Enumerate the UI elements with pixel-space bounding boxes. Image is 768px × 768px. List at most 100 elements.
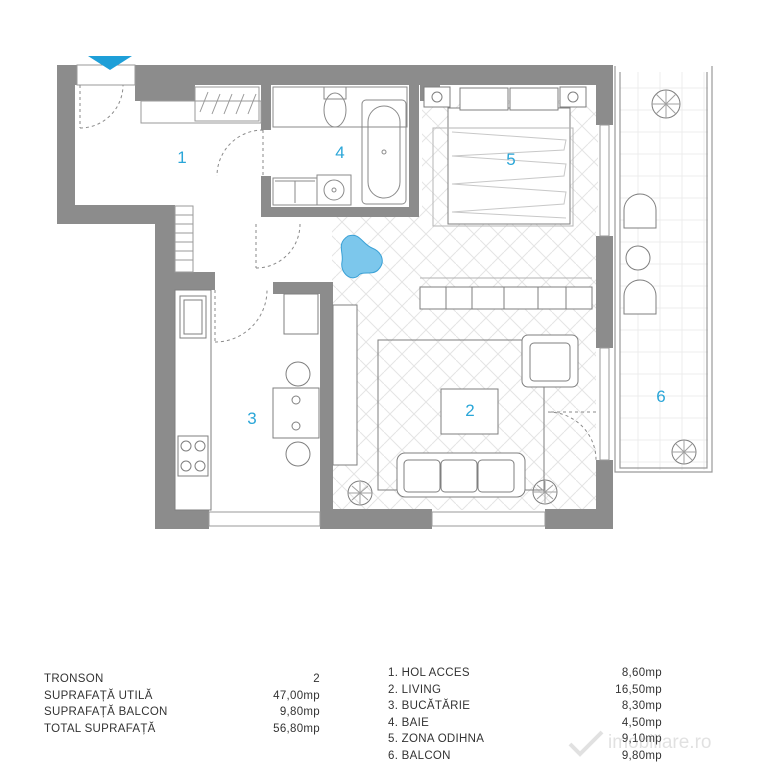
- room-area-label: 6. BALCON: [388, 749, 451, 762]
- wall-right-pillar: [596, 236, 613, 348]
- room-area-row: 3. BUCĂTĂRIE 8,30mp: [388, 698, 662, 715]
- window-kitchen: [208, 511, 321, 527]
- bedroom-furniture: [423, 86, 587, 227]
- balcony-chair-bottom: [623, 279, 657, 315]
- doors: [79, 84, 597, 461]
- summary-row: SUPRAFAȚĂ UTILĂ 47,00mp: [44, 688, 320, 705]
- windows: [76, 64, 610, 527]
- pet-water-icon: [340, 234, 383, 279]
- room-number-3: 3: [247, 409, 256, 428]
- room-area-label: 1. HOL ACCES: [388, 667, 470, 679]
- kitchen-door: [214, 289, 268, 343]
- wall-bath-bottom: [261, 207, 419, 217]
- wall-bedroom-corner: [596, 85, 613, 125]
- room-area-row: 5. ZONA ODIHNA 9,10mp: [388, 731, 662, 748]
- summary-row: TRONSON 2: [44, 671, 320, 688]
- room-labels: 1 2 3 4 5 6: [177, 143, 665, 428]
- wall-kitchen-divider-top: [273, 282, 333, 294]
- window-living: [431, 511, 546, 527]
- toilet-bowl: [323, 92, 347, 128]
- summary-label: SUPRAFAȚĂ UTILĂ: [44, 689, 153, 702]
- summary-row: SUPRAFAȚĂ BALCON 9,80mp: [44, 704, 320, 721]
- room-area-row: 6. BALCON 9,80mp: [388, 748, 662, 765]
- wall-kitchen-divider: [320, 282, 333, 529]
- room-area-row: 1. HOL ACCES 8,60mp: [388, 665, 662, 682]
- entry-frame: [76, 64, 136, 86]
- bathroom-fixtures: [272, 86, 408, 206]
- wall-left-hall: [57, 85, 75, 224]
- room-number-1: 1: [177, 148, 186, 167]
- floor-plan: 1 2 3 4 5 6: [57, 56, 713, 529]
- chair-icon: [285, 361, 311, 387]
- summary-row: TOTAL SUPRAFAȚĂ 56,80mp: [44, 721, 320, 738]
- room-areas-table: 1. HOL ACCES 8,60mp 2. LIVING 16,50mp 3. B…: [388, 665, 662, 764]
- watermark: imobiliare.ro: [566, 728, 762, 760]
- entry-marker-icon: [88, 56, 132, 70]
- room-area-label: 4. BAIE: [388, 716, 430, 729]
- pillow-right: [509, 87, 559, 111]
- watermark-logo-icon: [568, 730, 604, 757]
- wall-entry-stub: [135, 85, 195, 101]
- entry-door: [79, 84, 124, 129]
- tv-unit: [332, 304, 358, 466]
- room-area-label: 3. BUCĂTĂRIE: [388, 700, 471, 712]
- wall-left-kitchen: [155, 224, 175, 529]
- living-furniture: [332, 277, 593, 506]
- summary-value: 2: [313, 673, 320, 685]
- hall-wardrobe: [140, 86, 262, 273]
- wall-bath-left: [261, 85, 271, 130]
- bench: [419, 286, 593, 310]
- room-number-4: 4: [335, 143, 344, 162]
- watermark-text: imobiliare.ro: [608, 732, 712, 753]
- bath-door: [216, 129, 264, 177]
- balcony-side-table: [625, 245, 651, 271]
- room-area-value: 16,50mp: [615, 683, 662, 696]
- balcony-railing: [614, 66, 713, 473]
- wall-kitchen-bottom: [155, 509, 209, 529]
- toilet-icon: [323, 86, 347, 100]
- room-area-label: 2. LIVING: [388, 683, 442, 696]
- hall-stairs: [174, 205, 194, 273]
- hall-door: [255, 223, 301, 269]
- walls: [57, 65, 613, 529]
- room-area-row: 2. LIVING 16,50mp: [388, 682, 662, 699]
- nightstand-left: [423, 86, 451, 108]
- wall-bath-right: [409, 85, 419, 217]
- room-area-value: 9,80mp: [621, 749, 662, 762]
- wall-top-main: [135, 65, 613, 85]
- summary-label: SUPRAFAȚĂ BALCON: [44, 706, 168, 718]
- fridge-icon: [283, 293, 319, 335]
- window-living-side: [599, 347, 610, 461]
- nightstand-right: [559, 86, 587, 108]
- wall-hall-bottom: [57, 205, 175, 224]
- room-number-6: 6: [656, 387, 665, 406]
- balcony-furniture: [623, 89, 697, 465]
- wall-kitchen-top: [175, 272, 215, 290]
- balcony-door: [547, 411, 597, 461]
- summary-value: 47,00mp: [273, 689, 320, 702]
- summary-value: 9,80mp: [279, 706, 320, 718]
- room-area-label: 5. ZONA ODIHNA: [388, 733, 485, 745]
- room-area-value: 4,50mp: [621, 716, 662, 729]
- window-bedroom-side: [599, 124, 610, 237]
- summary-table: TRONSON 2 SUPRAFAȚĂ UTILĂ 47,00mp SUPRAFAȚ…: [44, 671, 320, 737]
- coffee-table: [440, 388, 499, 435]
- balcony-chair-top: [623, 193, 657, 229]
- bath-cabinet: [272, 86, 408, 128]
- room-area-value: 9,10mp: [621, 733, 662, 745]
- washbasin: [316, 174, 352, 206]
- room-area-value: 8,30mp: [621, 700, 662, 712]
- room-area-row: 4. BAIE 4,50mp: [388, 715, 662, 732]
- wall-bath-left-low: [261, 176, 271, 217]
- wall-living-bottom: [320, 509, 432, 529]
- summary-value: 56,80mp: [273, 722, 320, 735]
- balcony-floor: [620, 72, 708, 470]
- room-number-2: 2: [465, 401, 474, 420]
- summary-label: TRONSON: [44, 673, 104, 685]
- bathtub-icon: [361, 99, 407, 205]
- room-area-value: 8,60mp: [621, 667, 662, 679]
- kitchen-furniture: [174, 289, 320, 511]
- wall-top-left: [57, 65, 77, 85]
- summary-label: TOTAL SUPRAFAȚĂ: [44, 722, 156, 735]
- room-number-5: 5: [506, 150, 515, 169]
